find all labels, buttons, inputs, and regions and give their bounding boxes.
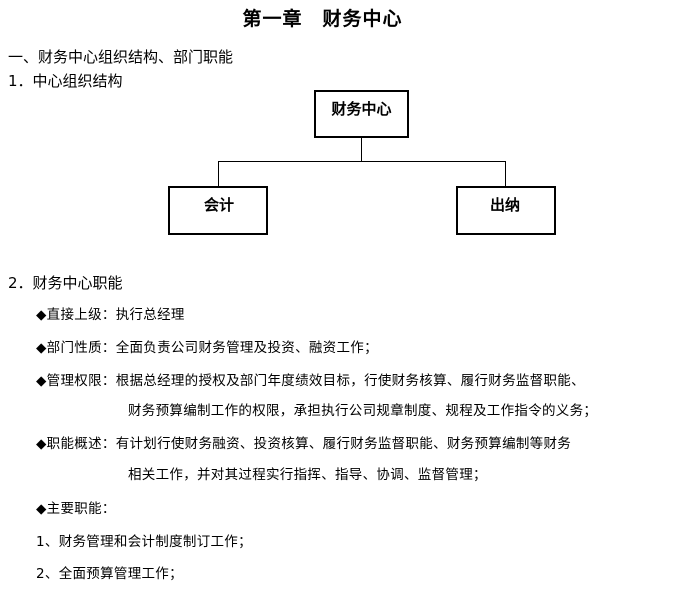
function-label: ◆部门性质： <box>36 340 116 356</box>
function-item: ◆职能概述：有计划行使财务融资、投资核算、履行财务监督职能、财务预算编制等财务 <box>36 432 571 452</box>
function-item: ◆部门性质：全面负责公司财务管理及投资、融资工作； <box>36 336 378 356</box>
duty-item: 2、全面预算管理工作； <box>36 566 183 582</box>
section-heading: 2．财务中心职能 <box>8 274 123 292</box>
main-duties-label: ◆主要职能： <box>36 501 116 517</box>
org-node-root-label: 财务中心 <box>331 100 392 118</box>
org-connector <box>218 161 506 162</box>
function-text: 全面负责公司财务管理及投资、融资工作； <box>115 340 378 356</box>
org-connector <box>361 138 362 162</box>
org-node-label: 会计 <box>204 196 235 214</box>
org-node-cashier: 出纳 <box>456 186 556 235</box>
org-node-root: 财务中心 <box>314 90 409 138</box>
org-connector <box>505 161 506 187</box>
function-item: ◆直接上级：执行总经理 <box>36 303 185 323</box>
function-label: ◆职能概述： <box>36 436 116 452</box>
org-node-accounting: 会计 <box>168 186 268 235</box>
org-connector <box>218 161 219 187</box>
function-text-continuation: 相关工作，并对其过程实行指挥、指导、协调、监督管理； <box>128 467 487 483</box>
function-label: ◆直接上级： <box>36 307 116 323</box>
page-title: 第一章 财务中心 <box>242 8 403 30</box>
function-item: ◆管理权限：根据总经理的授权及部门年度绩效目标，行使财务核算、履行财务监督职能、 <box>36 369 585 389</box>
function-text: 有计划行使财务融资、投资核算、履行财务监督职能、财务预算编制等财务 <box>115 436 572 452</box>
function-label: ◆管理权限： <box>36 373 116 389</box>
function-text: 执行总经理 <box>115 307 185 323</box>
duty-item: 1、财务管理和会计制度制订工作； <box>36 534 252 550</box>
function-text-continuation: 财务预算编制工作的权限，承担执行公司规章制度、规程及工作指令的义务； <box>128 403 598 419</box>
subsection-heading: 1．中心组织结构 <box>8 72 123 90</box>
section-heading: 一、财务中心组织结构、部门职能 <box>8 48 234 66</box>
function-text: 根据总经理的授权及部门年度绩效目标，行使财务核算、履行财务监督职能、 <box>115 373 585 389</box>
org-node-label: 出纳 <box>490 196 521 214</box>
